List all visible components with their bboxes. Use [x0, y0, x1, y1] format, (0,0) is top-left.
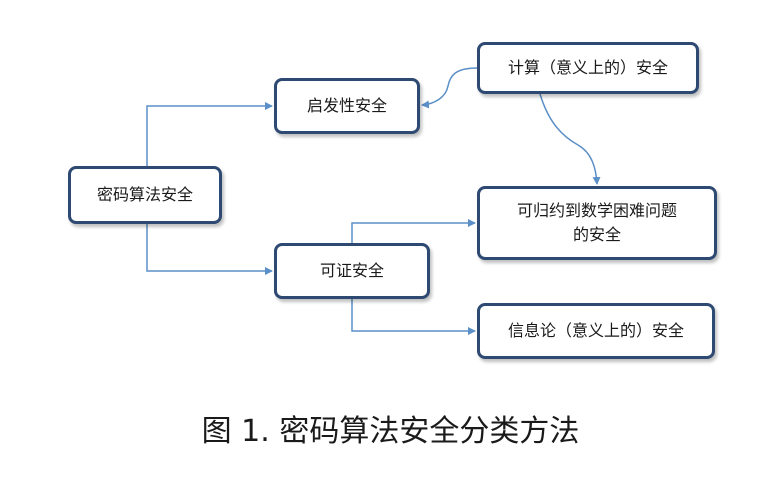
edge-crypto-to-provable [146, 224, 273, 275]
node-provable-label: 可证安全 [319, 261, 384, 280]
node-crypto-label: 密码算法安全 [96, 185, 193, 204]
edge-crypto-to-heuristic [146, 102, 273, 166]
node-crypto-algorithm-security: 密码算法安全 [68, 166, 222, 224]
figure-caption: 图 1. 密码算法安全分类方法 [201, 414, 580, 449]
node-reducible-label-line2: 的安全 [572, 225, 621, 244]
edge-provable-to-information [351, 299, 476, 335]
edge-computational-to-reducible [539, 93, 601, 185]
node-information-theoretic-security: 信息论（意义上的）安全 [477, 303, 715, 359]
edge-provable-to-reducible [351, 219, 476, 243]
node-computational-label: 计算（意义上的）安全 [507, 58, 668, 77]
node-reducible-label-line1: 可归约到数学困难问题 [516, 201, 677, 220]
node-reducible-security: 可归约到数学困难问题 的安全 [477, 186, 717, 260]
node-information-label: 信息论（意义上的）安全 [507, 321, 684, 340]
node-heuristic-label: 启发性安全 [306, 96, 387, 115]
node-heuristic-security: 启发性安全 [274, 78, 420, 134]
node-computational-security: 计算（意义上的）安全 [477, 42, 699, 94]
edge-computational-to-heuristic [421, 67, 478, 109]
node-provable-security: 可证安全 [274, 243, 430, 299]
